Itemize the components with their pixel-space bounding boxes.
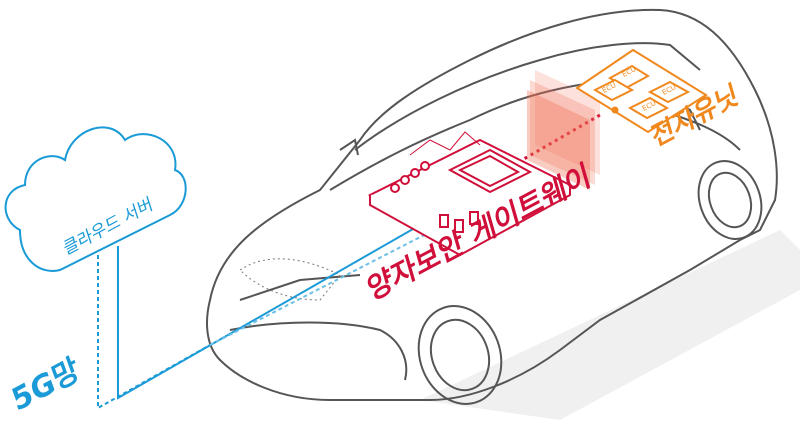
car-outline (206, 8, 778, 405)
headlight (239, 258, 341, 301)
gateway-board (367, 131, 573, 257)
car-shadow (420, 230, 800, 420)
cloud-icon (4, 126, 187, 272)
security-panels (527, 70, 600, 190)
ecu-group (575, 48, 708, 134)
network-lines (97, 224, 431, 410)
